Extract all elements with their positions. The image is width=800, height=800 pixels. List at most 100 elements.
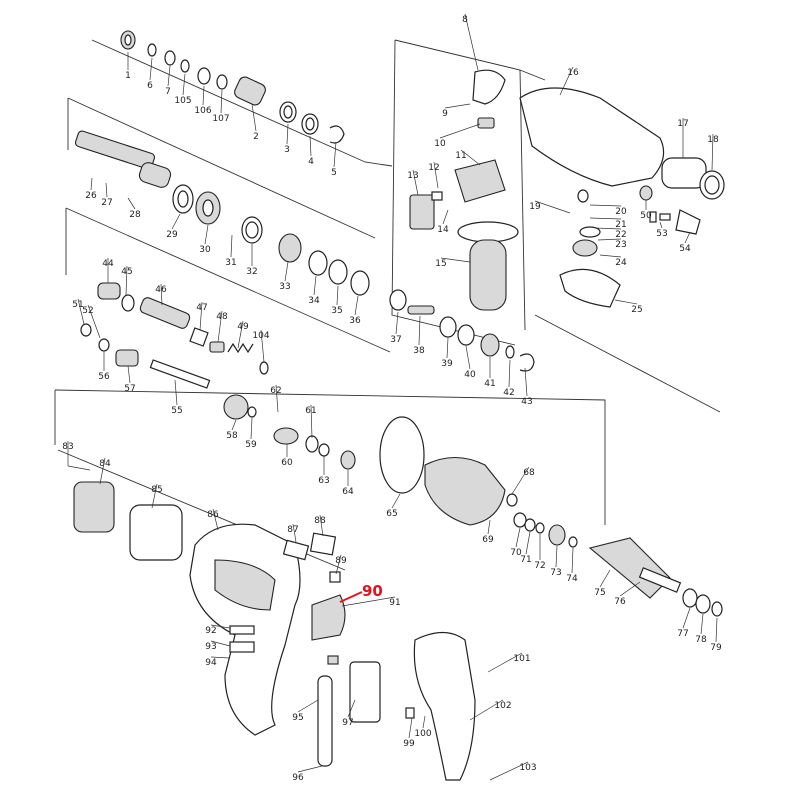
part-label-16: 16	[567, 68, 579, 78]
part-label-49: 49	[237, 322, 249, 332]
leader-line-part-52	[87, 304, 101, 339]
part-label-89: 89	[335, 556, 347, 566]
leader-line-part-14	[442, 209, 449, 225]
barrel-group	[74, 130, 370, 296]
leader-line-part-5	[333, 141, 337, 168]
part-label-22: 22	[615, 230, 626, 240]
leader-line-part-89	[335, 554, 342, 575]
part-label-84: 84	[99, 459, 111, 469]
leader-line-part-76	[619, 581, 641, 597]
leader-line-part-30	[204, 224, 209, 245]
leader-line-part-99	[408, 717, 413, 739]
highlight-leader	[339, 591, 363, 603]
part-label-76: 76	[614, 597, 626, 607]
leader-line-part-68	[511, 466, 530, 495]
leader-line-part-103	[489, 761, 529, 781]
part-label-21: 21	[615, 220, 626, 230]
part-label-14: 14	[437, 225, 449, 235]
part-label-25: 25	[631, 305, 642, 315]
leader-line-part-21	[589, 217, 622, 220]
part-label-51: 51	[72, 300, 83, 310]
part-label-63: 63	[318, 476, 329, 486]
part-label-68: 68	[523, 468, 535, 478]
leader-line-part-102	[469, 699, 504, 721]
part-label-5: 5	[331, 168, 337, 178]
leader-line-part-61	[310, 404, 313, 439]
part-label-100: 100	[414, 729, 431, 739]
leader-line-part-105	[182, 73, 186, 96]
leader-line-part-23	[597, 238, 622, 241]
leader-line-part-65	[391, 493, 401, 509]
leader-line-part-62	[275, 384, 279, 413]
gear-housing-group	[519, 87, 725, 308]
part-label-4: 4	[308, 157, 314, 167]
part-label-19: 19	[529, 202, 541, 212]
highlight-callout: 90	[339, 582, 383, 603]
crank-group	[67, 416, 578, 561]
part-label-95: 95	[292, 713, 303, 723]
part-label-37: 37	[390, 335, 401, 345]
leader-line-part-54	[684, 231, 691, 244]
leader-line-part-9	[444, 103, 471, 109]
part-label-24: 24	[615, 258, 627, 268]
leader-line-part-101	[487, 652, 523, 673]
leader-line-part-43	[524, 367, 528, 397]
leader-line-part-12	[433, 161, 439, 189]
leader-line-part-59	[250, 417, 253, 440]
part-label-96: 96	[292, 773, 304, 783]
part-label-32: 32	[246, 267, 257, 277]
part-label-50: 50	[640, 211, 652, 221]
leader-line-part-13	[412, 169, 419, 196]
leader-line-part-73	[555, 545, 558, 568]
part-label-13: 13	[407, 171, 418, 181]
part-label-64: 64	[342, 487, 354, 497]
leader-line-part-70	[515, 527, 521, 548]
part-label-35: 35	[331, 306, 342, 316]
part-label-91: 91	[389, 598, 400, 608]
part-label-12: 12	[428, 163, 439, 173]
part-label-88: 88	[314, 516, 326, 526]
part-label-38: 38	[413, 346, 425, 356]
part-label-73: 73	[550, 568, 561, 578]
leader-line-part-36	[354, 295, 359, 316]
leader-line-part-40	[465, 345, 471, 370]
part-label-57: 57	[124, 384, 135, 394]
part-label-44: 44	[102, 259, 114, 269]
leader-line-part-20	[589, 204, 622, 207]
part-label-52: 52	[82, 306, 93, 316]
leader-line-part-48	[217, 310, 223, 343]
leader-line-part-87	[292, 523, 297, 543]
part-label-27: 27	[101, 198, 112, 208]
leader-line-part-104	[260, 329, 265, 363]
leader-line-part-2	[251, 103, 257, 132]
leader-line-part-4	[309, 135, 312, 157]
part-label-101: 101	[513, 654, 530, 664]
leader-line-part-11	[460, 149, 481, 166]
leader-line-part-15	[440, 257, 471, 263]
part-label-42: 42	[503, 388, 514, 398]
leader-line-part-79	[715, 617, 718, 643]
part-label-47: 47	[196, 303, 207, 313]
part-label-11: 11	[455, 151, 466, 161]
leader-line-part-107	[220, 89, 223, 114]
part-label-33: 33	[279, 282, 290, 292]
leader-line-part-91	[341, 596, 396, 607]
leader-line-part-77	[682, 607, 691, 629]
part-label-9: 9	[442, 109, 448, 119]
part-label-23: 23	[615, 240, 626, 250]
leader-line-part-46	[160, 283, 163, 306]
part-label-69: 69	[482, 535, 494, 545]
leader-line-part-100	[422, 715, 426, 729]
leader-line-part-16	[559, 66, 574, 96]
part-label-2: 2	[253, 132, 259, 142]
part-label-31: 31	[225, 258, 236, 268]
leader-line-part-53	[659, 221, 663, 229]
part-label-86: 86	[207, 510, 219, 520]
part-label-48: 48	[216, 312, 228, 322]
part-label-74: 74	[566, 574, 578, 584]
leader-line-part-22	[594, 227, 622, 230]
leader-line-part-19	[534, 200, 571, 214]
leader-line-part-18	[711, 133, 714, 171]
leader-line-part-28	[127, 197, 136, 210]
